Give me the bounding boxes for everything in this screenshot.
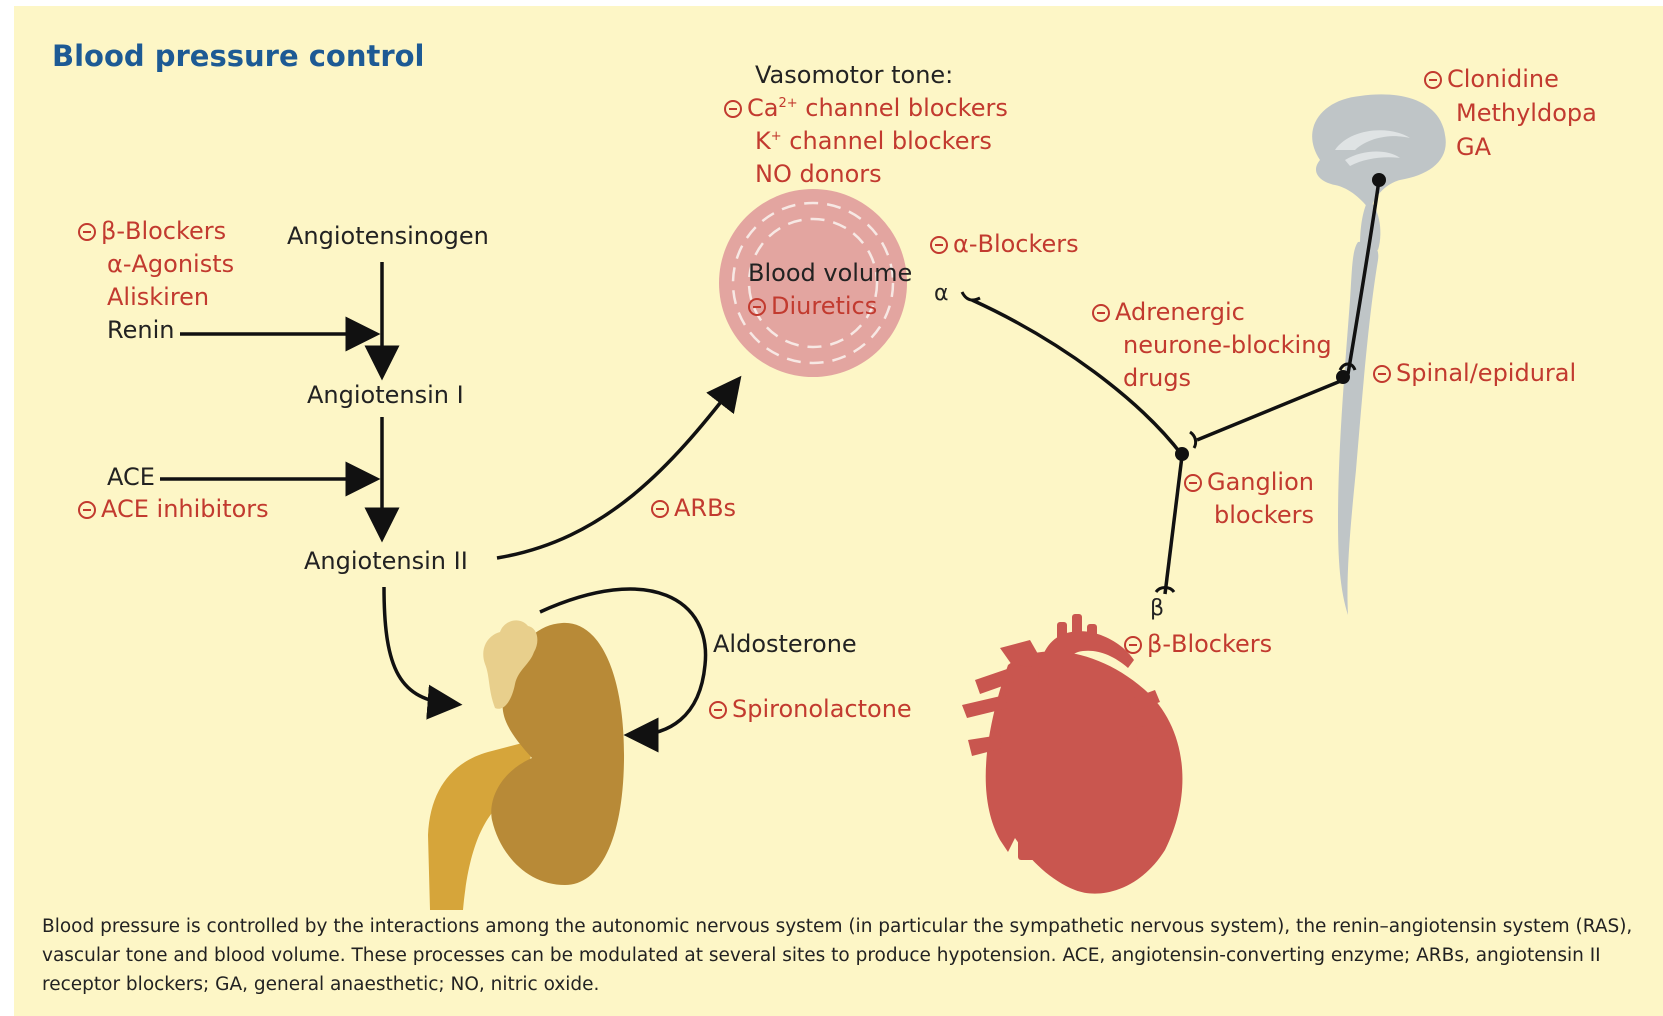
spironolactone-label: Spironolactone — [732, 695, 912, 723]
renin-inhibitor-beta-blockers: β-Blockers — [78, 219, 226, 243]
ganglion-label-line-2: blockers — [1214, 503, 1314, 527]
spinal-epidural: Spinal/epidural — [1373, 361, 1576, 385]
figure-caption: Blood pressure is controlled by the inte… — [42, 912, 1652, 999]
k-label: K — [755, 127, 771, 155]
aldosterone-label: Aldosterone — [713, 632, 857, 656]
cns-illustration — [1312, 94, 1446, 615]
arbs: ARBs — [651, 496, 736, 520]
ganglion-neuron-body — [1175, 447, 1189, 461]
renin-inhibitor-aliskiren: Aliskiren — [107, 285, 209, 309]
arrow-angiotensin-2-to-kidney — [384, 587, 452, 704]
minus-icon — [78, 501, 96, 519]
aortic-branch-3 — [1087, 624, 1097, 646]
renin-inhibitor-label: β-Blockers — [101, 217, 226, 245]
adrenergic-label-line-3: drugs — [1123, 366, 1191, 390]
angiotensinogen-label: Angiotensinogen — [287, 224, 489, 248]
adrenergic-label-line-1: Adrenergic — [1115, 298, 1245, 326]
beta-receptor-label: β — [1150, 598, 1164, 620]
ace-inhibitors: ACE inhibitors — [78, 497, 269, 521]
minus-icon — [709, 701, 727, 719]
ganglion-blockers: Ganglion — [1184, 470, 1314, 494]
minus-icon — [724, 100, 742, 118]
diuretics-label: Diuretics — [771, 292, 877, 320]
angiotensin-1-label: Angiotensin I — [307, 383, 464, 407]
preganglionic-neuron — [1197, 378, 1348, 440]
k-channel-label: channel blockers — [782, 127, 992, 155]
postganglionic-to-heart — [1165, 456, 1182, 594]
alpha-receptor-label: α — [934, 283, 949, 305]
ca-channel-label: channel blockers — [798, 94, 1008, 122]
minus-icon — [1373, 365, 1391, 383]
clonidine-label: Clonidine — [1447, 65, 1559, 93]
minus-icon — [748, 298, 766, 316]
angiotensin-2-label: Angiotensin II — [304, 549, 468, 573]
ace-label: ACE — [107, 465, 155, 489]
ganglion-label-line-1: Ganglion — [1207, 468, 1314, 496]
minus-icon — [1424, 71, 1442, 89]
minus-icon — [1092, 304, 1110, 322]
spinal-epidural-label: Spinal/epidural — [1396, 359, 1576, 387]
blood-volume-label: Blood volume — [748, 261, 912, 285]
heart-body — [986, 651, 1183, 893]
central-agents-clonidine: Clonidine — [1424, 67, 1559, 91]
adrenergic-label-line-2: neurone-blocking — [1123, 333, 1332, 357]
minus-icon — [1124, 636, 1142, 654]
brain-neuron-body — [1372, 173, 1386, 187]
renin-label: Renin — [107, 318, 174, 342]
minus-icon — [651, 500, 669, 518]
spironolactone: Spironolactone — [709, 697, 912, 721]
central-agents-ga: GA — [1456, 135, 1491, 159]
aortic-branch-2 — [1072, 614, 1082, 640]
spinal-cord — [1338, 242, 1378, 615]
ace-inhibitors-label: ACE inhibitors — [101, 495, 269, 523]
minus-icon — [1184, 474, 1202, 492]
synapse-ganglion — [1190, 432, 1196, 448]
central-agents-methyldopa: Methyldopa — [1456, 101, 1597, 125]
ca-channel-blockers: Ca2+ channel blockers — [724, 96, 1008, 120]
renin-inhibitor-alpha-agonists: α-Agonists — [107, 252, 234, 276]
alpha-blockers-label: α-Blockers — [953, 230, 1079, 258]
k-channel-blockers: K+ channel blockers — [755, 129, 992, 153]
spinal-neuron-body — [1336, 370, 1350, 384]
aortic-branch-1 — [1057, 622, 1067, 648]
beta-blockers-label: β-Blockers — [1147, 630, 1272, 658]
alpha-blockers: α-Blockers — [930, 232, 1079, 256]
ca-charge: 2+ — [778, 96, 797, 111]
minus-icon — [930, 236, 948, 254]
figure-title: Blood pressure control — [52, 42, 425, 71]
k-charge: + — [771, 129, 782, 144]
beta-blockers-heart: β-Blockers — [1124, 632, 1272, 656]
adrenergic-neurone-blocking-drugs: Adrenergic — [1092, 300, 1245, 324]
no-donors: NO donors — [755, 162, 882, 186]
inferior-vena-cava — [1018, 818, 1040, 860]
minus-icon — [78, 223, 96, 241]
arbs-label: ARBs — [674, 494, 736, 522]
vasomotor-tone-heading: Vasomotor tone: — [755, 63, 953, 87]
ca-label: Ca — [747, 94, 778, 122]
synapse-alpha — [962, 292, 980, 300]
diuretics: Diuretics — [748, 294, 877, 318]
kidney-illustration — [428, 620, 624, 910]
arrow-angiotensin-2-to-blood-volume — [497, 384, 735, 558]
